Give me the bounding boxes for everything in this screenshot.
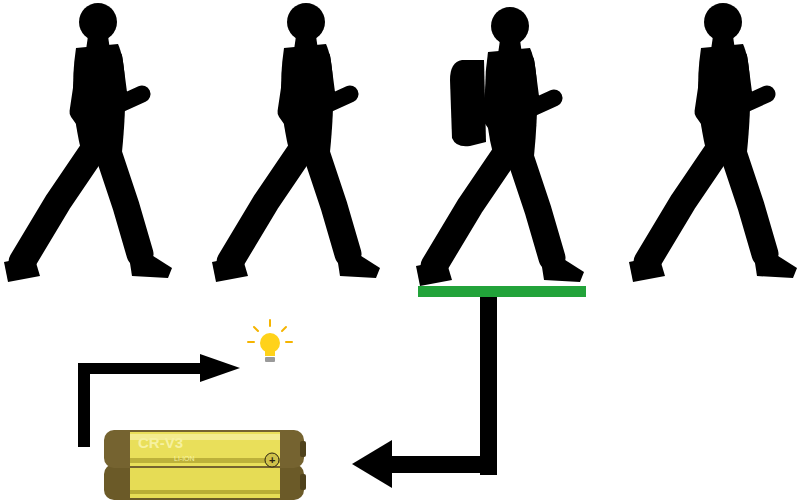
battery-shape (100, 428, 308, 501)
pressure-plate (418, 286, 586, 297)
light-bulb (248, 320, 292, 362)
walking-person (629, 3, 797, 282)
battery-label: CR-V3 (138, 435, 183, 450)
battery: CR-V3LI-ION + (100, 428, 308, 501)
walking-person (4, 3, 172, 282)
battery-label: + (269, 455, 275, 466)
walking-person (212, 3, 380, 282)
energy-arrow (352, 297, 497, 488)
battery-label: LI-ION (174, 455, 195, 462)
walking-person-backpack (416, 7, 584, 286)
